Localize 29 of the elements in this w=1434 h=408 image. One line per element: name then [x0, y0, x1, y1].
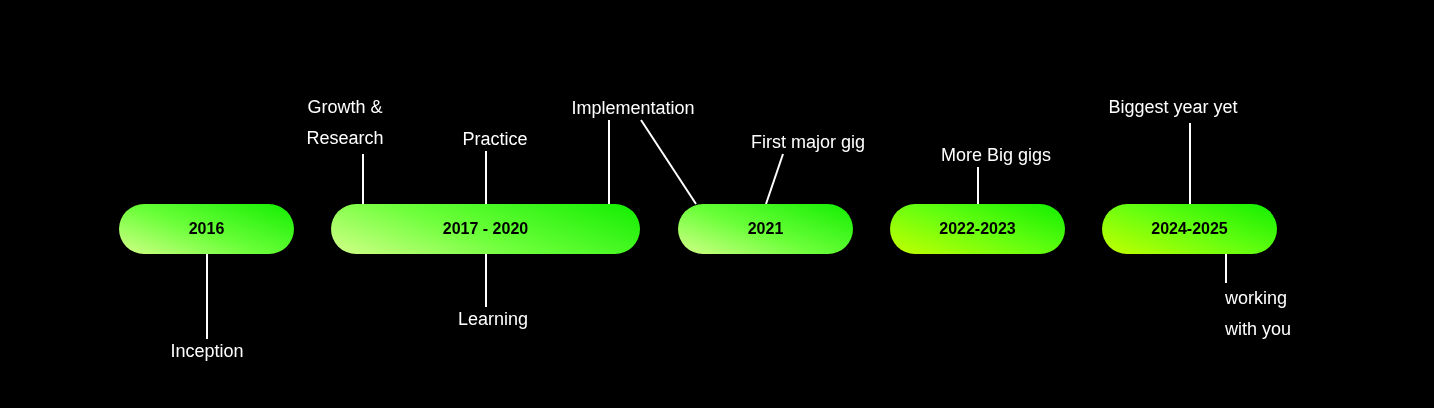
leader-line — [206, 253, 208, 340]
milestone-label: Learning — [457, 307, 529, 331]
leader-line — [485, 253, 487, 308]
year-label: 2022-2023 — [939, 220, 1016, 238]
leader-line — [765, 153, 784, 205]
year-pill — [119, 204, 294, 254]
milestone-label: Growth & Research — [290, 92, 400, 154]
milestone-label: Biggest year yet — [1108, 92, 1238, 123]
year-label: 2017 - 2020 — [442, 220, 529, 238]
milestone-label: More Big gigs — [940, 143, 1052, 167]
leader-line — [977, 166, 979, 205]
leader-line — [1189, 122, 1191, 205]
milestone-label: Implementation — [571, 96, 695, 120]
year-pill — [331, 204, 640, 254]
year-label: 2021 — [747, 220, 784, 238]
year-label: 2024-2025 — [1151, 220, 1228, 238]
year-label: 2016 — [188, 220, 225, 238]
leader-line — [485, 150, 487, 205]
milestone-label: working with you — [1225, 283, 1320, 345]
milestone-label: Inception — [170, 339, 244, 363]
leader-line — [362, 153, 364, 205]
year-pill — [678, 204, 853, 254]
milestone-label: Practice — [462, 127, 528, 151]
year-pill — [1102, 204, 1277, 254]
leader-line — [1225, 253, 1227, 284]
milestone-label: First major gig — [751, 130, 865, 154]
leader-line — [608, 119, 610, 205]
year-pill — [890, 204, 1065, 254]
leader-line — [640, 119, 697, 205]
